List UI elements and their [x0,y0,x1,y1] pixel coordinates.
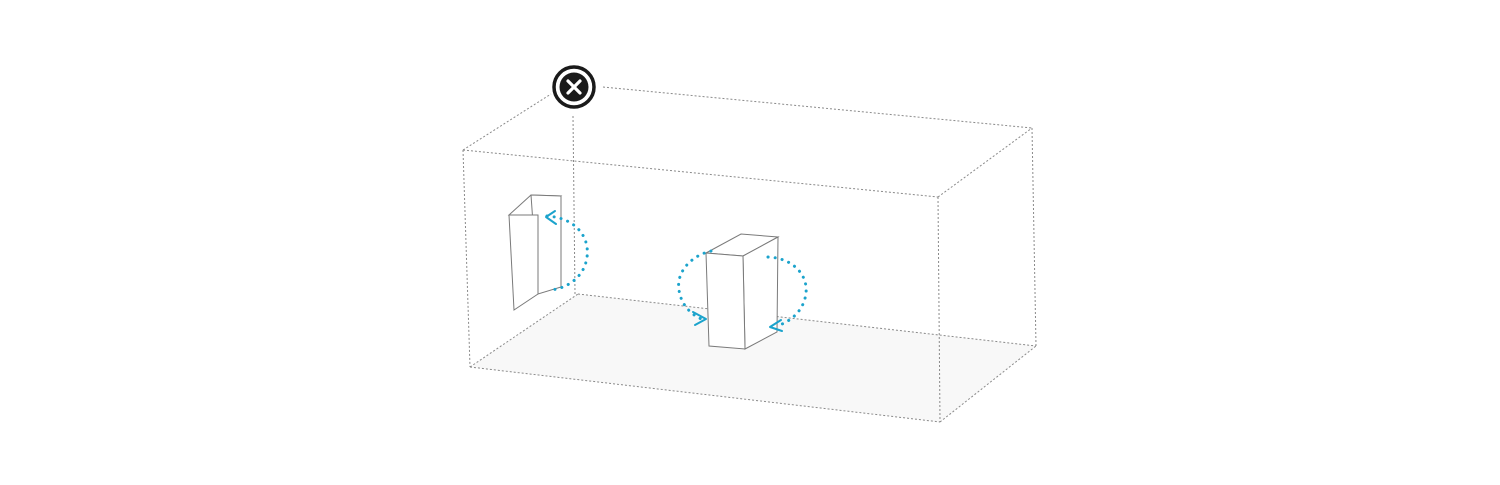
close-x-circle-icon[interactable] [552,65,596,109]
room-box [462,86,1037,423]
rotate-arrow-left[interactable] [545,210,589,292]
room-floor [470,294,1036,422]
center-box-object[interactable] [704,233,780,350]
rotate-arrow-center[interactable] [677,249,808,332]
wall-panel-object[interactable] [507,194,563,311]
